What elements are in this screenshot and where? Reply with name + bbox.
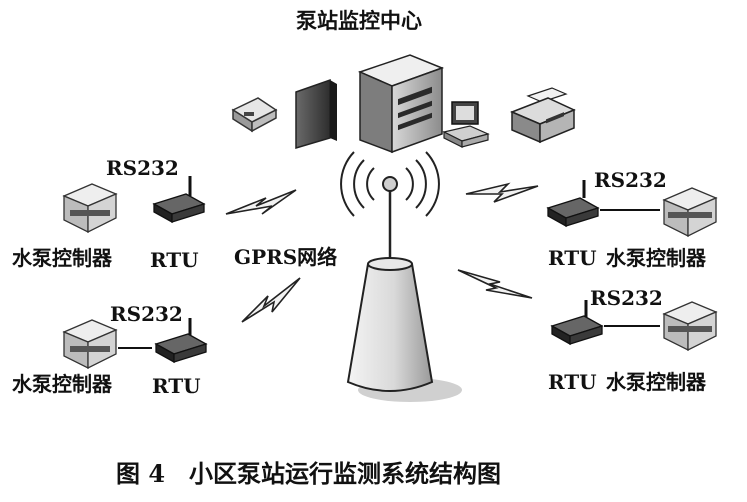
station-1-controller-label: 水泵控制器 [12, 246, 112, 270]
station-4 [550, 300, 718, 352]
network-label: GPRS网络 [234, 245, 338, 269]
station-3 [546, 180, 718, 238]
rtu-icon [546, 180, 600, 228]
gprs-tower-icon [340, 151, 462, 402]
printer-icon [510, 87, 576, 144]
monitoring-center [231, 54, 576, 154]
wireless-link-icon [225, 182, 539, 323]
pump-controller-icon [662, 187, 718, 238]
pump-controller-icon [62, 183, 118, 234]
server-icon [357, 54, 445, 154]
figure-caption: 图 4 小区泵站运行监测系统结构图 [116, 459, 502, 488]
station-1-interface-label: RS232 [106, 156, 179, 180]
station-1 [62, 176, 206, 234]
station-2-controller-label: 水泵控制器 [12, 372, 112, 396]
small-device-icon [231, 97, 278, 133]
pump-controller-icon [62, 319, 118, 370]
center-title: 泵站监控中心 [296, 8, 422, 33]
station-4-controller-label: 水泵控制器 [606, 370, 706, 394]
station-4-interface-label: RS232 [590, 286, 663, 310]
station-3-interface-label: RS232 [594, 168, 667, 192]
panel-device-icon [295, 78, 337, 150]
station-3-controller-label: 水泵控制器 [606, 246, 706, 270]
station-3-rtu-label: RTU [548, 246, 597, 270]
station-2-rtu-label: RTU [152, 374, 201, 398]
rtu-icon [550, 300, 604, 346]
rtu-icon [154, 318, 208, 364]
computer-icon [442, 101, 490, 148]
station-1-rtu-label: RTU [150, 248, 199, 272]
station-2 [62, 318, 208, 370]
station-2-interface-label: RS232 [110, 302, 183, 326]
pump-controller-icon [662, 301, 718, 352]
station-4-rtu-label: RTU [548, 370, 597, 394]
rtu-icon [152, 176, 206, 224]
